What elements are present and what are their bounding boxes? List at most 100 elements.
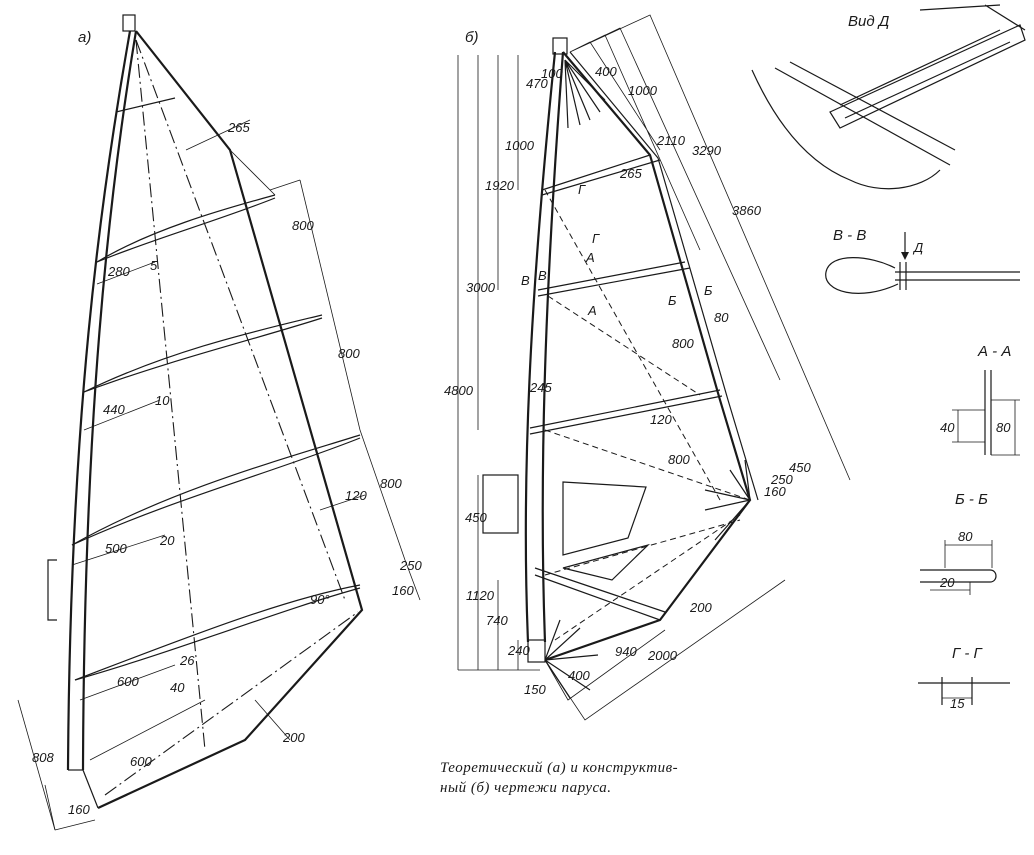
section-bb: Б - Б 80 20 bbox=[920, 491, 997, 595]
dim-b-800-2: 800 bbox=[668, 452, 690, 467]
dim-b-240: 240 bbox=[507, 643, 530, 658]
dim-bottom bbox=[544, 579, 786, 721]
dim-a-250: 250 bbox=[399, 558, 422, 573]
dim-160b-line bbox=[44, 784, 96, 831]
mast-notch bbox=[47, 559, 57, 621]
dim-b-450: 450 bbox=[789, 460, 811, 475]
dim-radial bbox=[569, 14, 851, 481]
section-aa-label: А - А bbox=[977, 343, 1011, 360]
batten-b3 bbox=[529, 389, 723, 435]
mast-head-b bbox=[552, 37, 568, 55]
batten-1b bbox=[96, 197, 276, 263]
mast-front bbox=[66, 30, 132, 771]
section-vv-stitch bbox=[899, 262, 907, 290]
dim-b-1120: 1120 bbox=[466, 588, 495, 603]
panel-a-sail: а) bbox=[17, 14, 422, 831]
dim-a-280: 280 bbox=[107, 264, 130, 279]
caption-line-1: Теоретический (а) и конструктив- bbox=[440, 760, 679, 776]
dim-a-40: 40 bbox=[170, 680, 185, 695]
section-aa-dim40 bbox=[952, 409, 985, 443]
section-aa-body bbox=[984, 370, 992, 455]
sec-b-a2: А bbox=[587, 303, 597, 318]
section-aa: А - А 40 80 bbox=[940, 343, 1020, 456]
section-vv-d: Д bbox=[912, 240, 923, 255]
section-bb-20: 20 bbox=[939, 575, 955, 590]
leech-b bbox=[544, 51, 752, 662]
dim-b-160: 160 bbox=[764, 484, 786, 499]
dim-265-line bbox=[185, 119, 251, 151]
dim-a-90: 90° bbox=[310, 592, 330, 607]
mast-pocket-back bbox=[541, 51, 565, 643]
dim-b-80: 80 bbox=[714, 310, 729, 325]
dim-b-1920: 1920 bbox=[485, 178, 515, 193]
dim-a-800-2: 800 bbox=[338, 346, 360, 361]
dim-a-265: 265 bbox=[227, 120, 250, 135]
sec-b-g2: Г bbox=[592, 231, 600, 246]
dim-b-1000: 1000 bbox=[628, 83, 658, 98]
dim-b-250: 250 bbox=[770, 472, 793, 487]
sec-b-v1: В bbox=[521, 273, 530, 288]
dim-120-line bbox=[319, 494, 366, 511]
dim-600-line bbox=[79, 664, 176, 701]
leech-b-inner bbox=[569, 51, 759, 501]
dim-b-3860: 3860 bbox=[732, 203, 762, 218]
dim-a-500: 500 bbox=[105, 541, 127, 556]
dim-a-440: 440 bbox=[103, 402, 125, 417]
dim-b-100: 100 bbox=[541, 66, 563, 81]
dim-b-800-1: 800 bbox=[672, 336, 694, 351]
batten-4b bbox=[74, 587, 361, 681]
section-vv-pocket bbox=[825, 257, 899, 294]
dim-a-26: 26 bbox=[179, 653, 195, 668]
dim-600b-line bbox=[89, 699, 206, 761]
dim-a-800-3: 800 bbox=[380, 476, 402, 491]
section-aa-80: 80 bbox=[996, 420, 1011, 435]
section-aa-dim80 bbox=[991, 399, 1020, 456]
panel-b-sail: б) 470 100 400 1000 bbox=[444, 14, 851, 721]
dim-b-3000: 3000 bbox=[466, 280, 496, 295]
batten-3b bbox=[71, 437, 361, 546]
mast-back bbox=[81, 30, 138, 771]
section-gg-label: Г - Г bbox=[952, 645, 983, 662]
dim-a-600b: 600 bbox=[130, 754, 152, 769]
dim-b-120: 120 bbox=[650, 412, 672, 427]
foot-chord-a bbox=[104, 611, 359, 796]
view-d-label: Вид Д bbox=[848, 13, 890, 30]
head-fan bbox=[564, 59, 606, 129]
chord-line-a bbox=[135, 39, 346, 601]
batten-b4 bbox=[534, 567, 666, 621]
dim-440-line bbox=[83, 399, 161, 431]
batten-3 bbox=[71, 434, 361, 546]
view-d-batten bbox=[829, 24, 1026, 129]
view-d-lines bbox=[919, 4, 1026, 31]
panel-a-label: а) bbox=[78, 29, 91, 46]
batten-top bbox=[115, 97, 176, 113]
dim-b-940: 940 bbox=[615, 644, 637, 659]
dim-a-20: 20 bbox=[159, 533, 175, 548]
window-upper bbox=[562, 481, 647, 556]
section-gg-15: 15 bbox=[950, 696, 965, 711]
section-aa-40: 40 bbox=[940, 420, 955, 435]
dim-vert-left-lower bbox=[458, 475, 540, 671]
section-vv: В - В Д bbox=[825, 227, 1020, 294]
view-d: Вид Д bbox=[751, 4, 1026, 190]
section-bb-dim20 bbox=[930, 582, 971, 595]
section-bb-dim80 bbox=[944, 540, 993, 568]
panel-b-label: б) bbox=[465, 29, 478, 46]
window-lower bbox=[562, 543, 651, 581]
dim-808-line bbox=[17, 699, 56, 831]
batten-4 bbox=[74, 584, 361, 681]
mast-head bbox=[122, 14, 136, 32]
dim-b-740: 740 bbox=[486, 613, 508, 628]
section-vv-arrowhead bbox=[901, 252, 909, 260]
dim-b-2000: 2000 bbox=[647, 648, 678, 663]
dim-a-200: 200 bbox=[282, 730, 305, 745]
dim-b-1000left: 1000 bbox=[505, 138, 535, 153]
leech-line bbox=[97, 30, 364, 809]
dim-500-line bbox=[71, 534, 166, 566]
dim-200-line bbox=[254, 699, 291, 741]
batten-2b bbox=[83, 317, 323, 393]
mast-box bbox=[482, 474, 519, 534]
dim-b-450left: 450 bbox=[465, 510, 487, 525]
dim-280-line bbox=[96, 261, 156, 285]
